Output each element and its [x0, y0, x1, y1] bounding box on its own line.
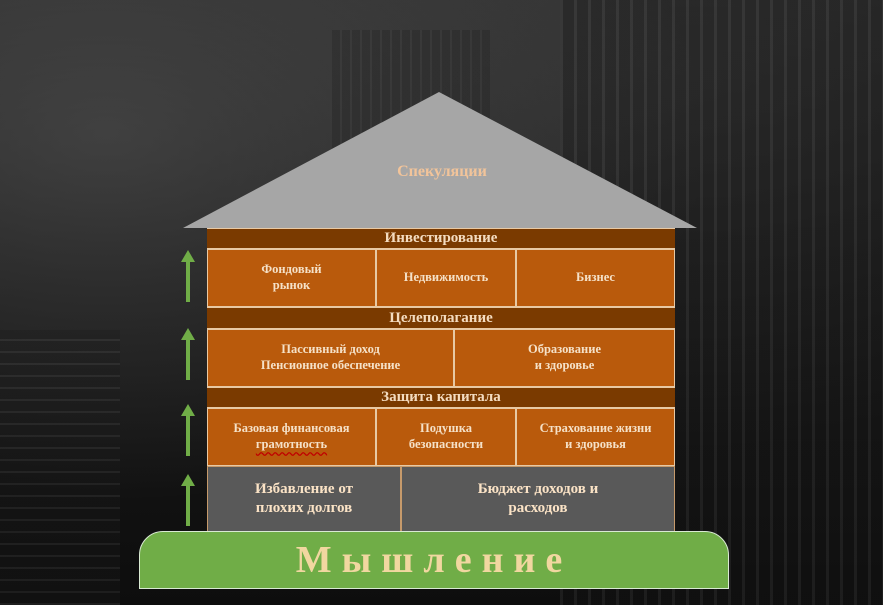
- tier-goal-setting-title: Целеполагание: [207, 307, 675, 329]
- arrow-up-icon: [180, 404, 196, 456]
- protection-insurance: Страхование жизни и здоровья: [516, 408, 675, 466]
- protection-safety-cushion: Подушка безопасности: [376, 408, 516, 466]
- goal-education-health: Образование и здоровье: [454, 329, 675, 387]
- foundation-budget: Бюджет доходов и расходов: [401, 466, 675, 532]
- roof-shape: [183, 92, 697, 228]
- arrow-up-icon: [180, 250, 196, 302]
- investing-business: Бизнес: [516, 249, 675, 307]
- goal-passive-income: Пассивный доход Пенсионное обеспечение: [207, 329, 454, 387]
- tier-investing-title: Инвестирование: [207, 228, 675, 249]
- tier-capital-protection-title: Защита капитала: [207, 387, 675, 408]
- investing-real-estate: Недвижимость: [376, 249, 516, 307]
- foundation-bad-debts: Избавление от плохих долгов: [207, 466, 401, 532]
- roof-label: Спекуляции: [330, 163, 554, 181]
- investing-stock-market: Фондовый рынок: [207, 249, 376, 307]
- ground-mindset: Мышление: [139, 531, 729, 589]
- arrow-up-icon: [180, 474, 196, 526]
- arrow-up-icon: [180, 328, 196, 380]
